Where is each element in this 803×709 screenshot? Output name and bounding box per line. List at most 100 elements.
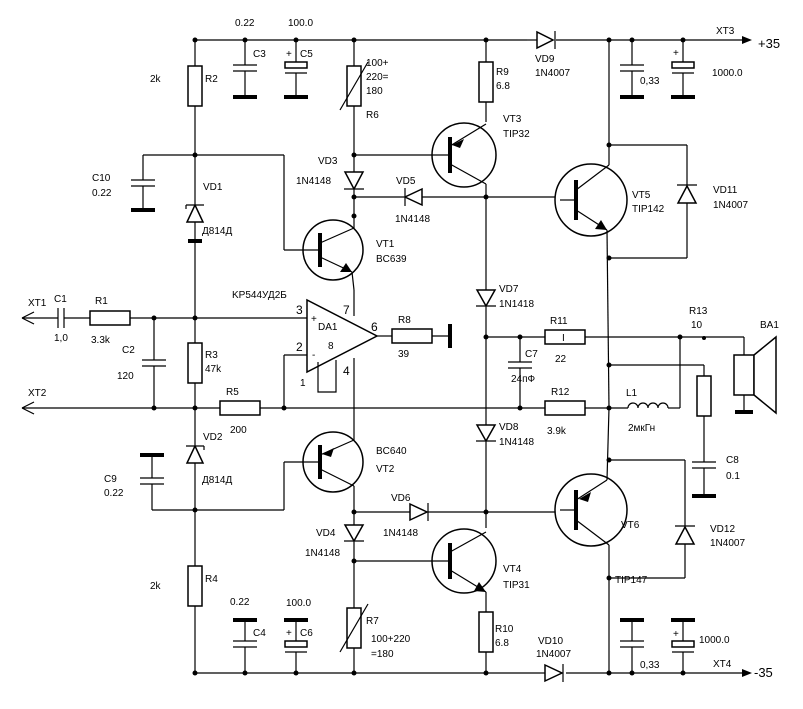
c3-value: 0.22 <box>235 18 255 29</box>
vd1-label: VD1 <box>203 182 223 193</box>
r1-label: R1 <box>95 296 108 307</box>
l1-label: L1 <box>626 388 638 399</box>
c-top2-plus: + <box>673 48 679 59</box>
c2-value: 120 <box>117 371 134 382</box>
diode-vd6 <box>409 502 429 522</box>
da1-pin4: 4 <box>343 364 350 378</box>
r7-v2: =180 <box>371 649 394 660</box>
c-bot2-value: 1000.0 <box>699 635 730 646</box>
r6-v2: 220= <box>366 72 389 83</box>
zener-vd2 <box>185 444 205 464</box>
r10-label: R10 <box>495 624 514 635</box>
resistor-r4 <box>187 565 203 607</box>
pos-voltage-label: +35 <box>758 36 780 51</box>
c5-label: C5 <box>300 49 313 60</box>
ba1-label: BA1 <box>760 320 779 331</box>
capacitor-c10 <box>131 154 195 212</box>
vd7-part: 1N1418 <box>499 299 534 310</box>
vd9-label: VD9 <box>535 54 555 65</box>
capacitor-c1 <box>57 308 65 328</box>
da1-pin7: 7 <box>343 303 350 317</box>
transistor-vt6 <box>554 473 628 547</box>
transistor-vt5 <box>554 163 628 237</box>
r12-value: 3.9k <box>547 426 567 437</box>
c1-value: 1,0 <box>54 333 68 344</box>
resistor-r1 <box>89 310 131 326</box>
c10-label: C10 <box>92 173 111 184</box>
vd12-part: 1N4007 <box>710 538 745 549</box>
r6-v3: 180 <box>366 86 383 97</box>
capacitor-c5 <box>284 40 308 99</box>
pos-terminal-label: XT3 <box>716 26 735 37</box>
c9-value: 0.22 <box>104 488 124 499</box>
xt2-label: XT2 <box>28 388 47 399</box>
resistor-r10 <box>478 611 494 653</box>
neg-terminal-label: XT4 <box>713 659 732 670</box>
vd2-part: Д814Д <box>202 475 232 486</box>
transistor-vt3 <box>431 122 497 188</box>
capacitor-top-1000 <box>671 40 695 99</box>
c8-value: 0.1 <box>726 471 740 482</box>
r5-value: 200 <box>230 425 247 436</box>
r2-label: R2 <box>205 74 218 85</box>
c-bot1-value: 0,33 <box>640 660 660 671</box>
c8-label: C8 <box>726 455 739 466</box>
capacitor-c9 <box>140 453 284 511</box>
r9-label: R9 <box>496 67 509 78</box>
c1-label: C1 <box>54 294 67 305</box>
da1-plus: + <box>311 314 317 325</box>
r8-label: R8 <box>398 315 411 326</box>
r1-value: 3.3k <box>91 335 111 346</box>
c-top2-value: 1000.0 <box>712 68 743 79</box>
da1-pin3: 3 <box>296 303 303 317</box>
diode-vd12 <box>674 525 696 545</box>
diode-vd4 <box>343 524 365 543</box>
r4-value: 2k <box>150 581 162 592</box>
r6-label: R6 <box>366 110 379 121</box>
capacitor-bottom-1000 <box>671 618 695 673</box>
r10-value: 6.8 <box>495 638 509 649</box>
c6-value: 100.0 <box>286 598 311 609</box>
capacitor-c4 <box>233 618 257 673</box>
opamp-da1 <box>306 298 379 374</box>
resistor-r5 <box>219 400 261 416</box>
vd10-label: VD10 <box>538 636 563 647</box>
vt2-part: BC640 <box>376 446 407 457</box>
da1-pin2: 2 <box>296 340 303 354</box>
vt6-label: VT6 <box>621 520 640 531</box>
vd2-label: VD2 <box>203 432 223 443</box>
transistor-vt1 <box>284 219 364 281</box>
r3-label: R3 <box>205 350 218 361</box>
da1-pin8: 8 <box>328 341 334 352</box>
vd9-part: 1N4007 <box>535 68 570 79</box>
diode-vd3 <box>343 171 365 191</box>
diode-vd5 <box>403 187 423 207</box>
diode-vd11 <box>676 184 698 204</box>
resistor-r8 <box>391 328 433 344</box>
vd4-part: 1N4148 <box>305 548 340 559</box>
trimmer-r7 <box>339 603 369 653</box>
c3-label: C3 <box>253 49 266 60</box>
c2-label: C2 <box>122 345 135 356</box>
da1-label: DA1 <box>318 322 338 333</box>
neg-voltage-label: -35 <box>754 665 773 680</box>
vt6-part: TIP147 <box>615 575 648 586</box>
inductor-l1 <box>627 402 669 409</box>
c5-plus: + <box>286 49 292 60</box>
vd11-part: 1N4007 <box>713 200 748 211</box>
diode-vd7 <box>475 289 497 308</box>
input-xt1[interactable] <box>21 311 58 325</box>
capacitor-bottom-033 <box>620 618 644 673</box>
input-xt2[interactable] <box>21 401 220 415</box>
vt1-part: BC639 <box>376 254 407 265</box>
c6-label: C6 <box>300 628 313 639</box>
vt2-label: VT2 <box>376 464 395 475</box>
transistor-vt4 <box>431 528 497 594</box>
resistor-r9 <box>478 61 494 103</box>
vt3-part: TIP32 <box>503 129 530 140</box>
vd8-part: 1N4148 <box>499 437 534 448</box>
vd6-label: VD6 <box>391 493 411 504</box>
r11-label: R11 <box>550 316 568 327</box>
vd3-part: 1N4148 <box>296 176 331 187</box>
